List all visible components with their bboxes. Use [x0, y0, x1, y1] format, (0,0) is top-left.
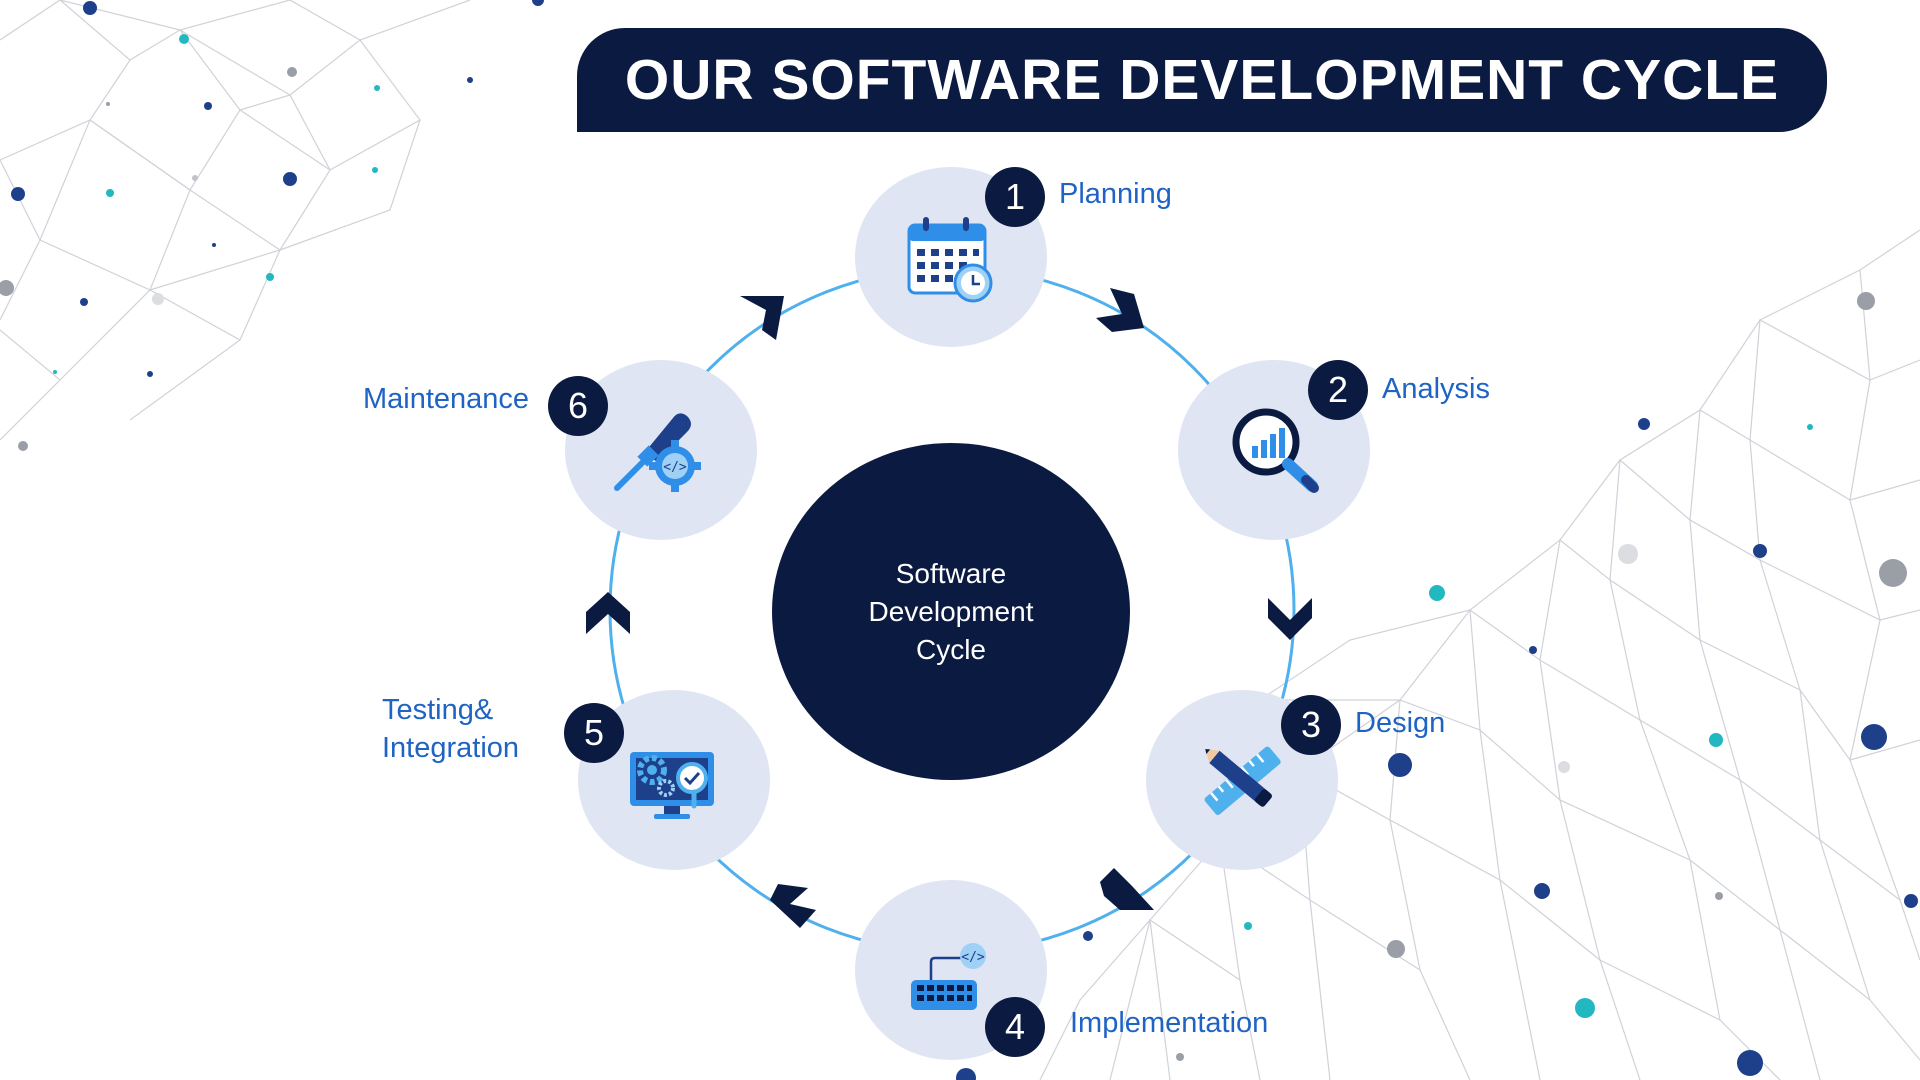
wrench-code-gear-icon: </> [614, 413, 701, 492]
arrow-2-to-3 [1268, 598, 1312, 640]
arrow-1-to-2 [1096, 288, 1144, 332]
stage-label-design: Design [1355, 707, 1446, 739]
stage-label-testing-integration: Testing& Integration [382, 691, 519, 767]
arrow-3-to-4 [1100, 868, 1154, 910]
stage-number-badge-6: 6 [548, 376, 608, 436]
pencil-ruler-icon [1204, 746, 1281, 815]
monitor-gears-check-icon [630, 752, 714, 819]
center-circle: Software Development Cycle [772, 443, 1130, 780]
arrow-6-to-1 [740, 296, 784, 340]
keyboard-code-icon: </> [911, 943, 986, 1010]
title-banner: OUR SOFTWARE DEVELOPMENT CYCLE [577, 28, 1827, 132]
svg-text:</>: </> [663, 460, 687, 475]
center-label-line-3: Cycle [915, 633, 986, 665]
center-label-line-2: Development [868, 595, 1034, 627]
stage-label-implementation: Implementation [1070, 1007, 1269, 1039]
calendar-clock-icon [907, 217, 993, 303]
page-title: OUR SOFTWARE DEVELOPMENT CYCLE [624, 48, 1780, 112]
stage-label-testing-line-1: Testing& [382, 694, 494, 726]
stage-label-analysis: Analysis [1382, 373, 1490, 405]
stage-analysis [1178, 360, 1370, 540]
center-label-line-1: Software [895, 557, 1007, 589]
arrow-5-to-6 [586, 592, 630, 634]
svg-text:</>: </> [961, 950, 985, 965]
stage-number-badge-1: 1 [985, 167, 1045, 227]
stage-number-badge-2: 2 [1308, 360, 1368, 420]
center-label: Software Development Cycle [841, 555, 1061, 669]
cycle-arrows [586, 288, 1312, 928]
stage-number-badge-4: 4 [985, 997, 1045, 1057]
stage-label-testing-line-2: Integration [382, 732, 520, 764]
magnifier-chart-icon [1232, 408, 1319, 493]
arrow-4-to-5 [770, 884, 816, 928]
stage-label-planning: Planning [1059, 178, 1172, 210]
stage-number-badge-3: 3 [1281, 695, 1341, 755]
stage-label-maintenance: Maintenance [363, 383, 530, 415]
stage-testing-integration [578, 690, 770, 870]
stage-number-badge-5: 5 [564, 703, 624, 763]
